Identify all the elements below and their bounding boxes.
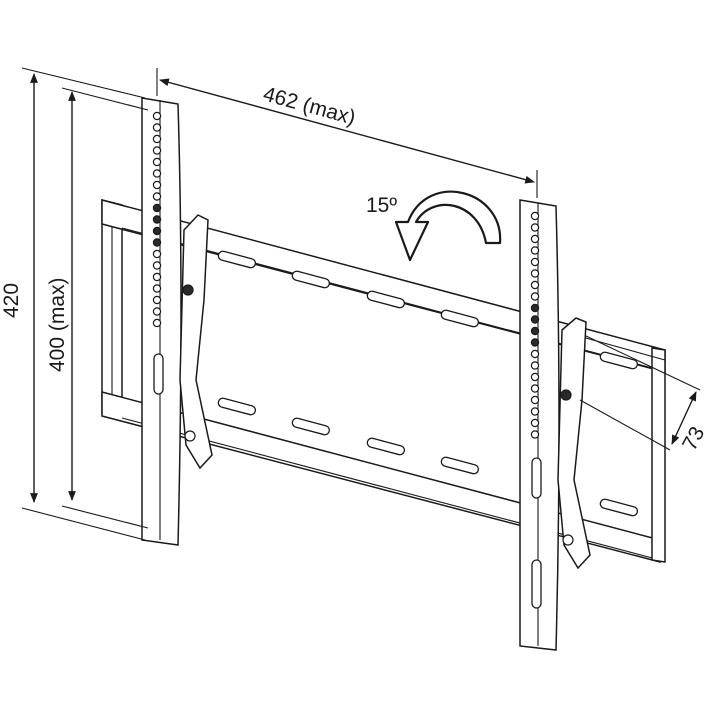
- tilt-angle-label: 15º: [366, 194, 397, 217]
- mounting-hole: [530, 303, 540, 313]
- mounting-hole: [530, 361, 540, 370]
- tilt-indicator: 15º: [366, 190, 502, 262]
- left-tv-arm: [141, 97, 213, 546]
- mounting-hole: [152, 215, 162, 224]
- mounting-hole: [530, 407, 540, 416]
- mounting-hole: [152, 169, 162, 178]
- mounting-hole: [530, 234, 540, 244]
- mounting-hole: [152, 123, 162, 132]
- mounting-hole: [530, 223, 540, 232]
- dimension-vesa-width: 462 (max): [156, 68, 538, 198]
- mounting-hole: [530, 257, 540, 267]
- vesa-height-label: 400 (max): [46, 277, 69, 372]
- mounting-hole: [530, 430, 540, 439]
- mounting-hole: [152, 226, 162, 236]
- mounting-hole: [530, 338, 540, 347]
- mounting-hole: [530, 315, 540, 324]
- right-tv-arm: [519, 199, 591, 651]
- mounting-hole: [530, 269, 540, 278]
- mounting-hole: [152, 284, 162, 293]
- mounting-hole: [530, 395, 540, 405]
- total-height-label: 420: [0, 283, 23, 318]
- mounting-hole: [530, 384, 540, 393]
- mounting-hole: [152, 203, 162, 213]
- mounting-hole: [530, 246, 540, 255]
- mounting-hole: [152, 180, 162, 190]
- mounting-hole: [152, 146, 162, 155]
- rail-slots: [217, 250, 639, 517]
- mounting-hole: [152, 272, 162, 282]
- mounting-hole: [530, 349, 540, 359]
- mounting-hole: [530, 211, 540, 221]
- tilt-arrow-icon: [394, 190, 502, 262]
- mounting-hole: [530, 326, 540, 336]
- mounting-hole: [530, 372, 540, 382]
- mounting-hole: [152, 134, 162, 144]
- mounting-hole: [152, 295, 162, 305]
- dimension-vesa-height: 400 (max): [46, 87, 149, 529]
- mounting-hole: [152, 261, 162, 270]
- mounting-hole: [152, 249, 162, 259]
- mounting-hole: [152, 318, 162, 328]
- mounting-hole: [152, 307, 162, 316]
- mounting-hole: [530, 280, 540, 290]
- depth-label: 73: [678, 423, 709, 454]
- right-arm-holes: [530, 211, 540, 439]
- mounting-hole: [152, 157, 162, 167]
- dimension-total-height: 420: [0, 67, 146, 541]
- mounting-hole: [530, 292, 540, 301]
- mounting-hole: [530, 418, 540, 428]
- mounting-hole: [152, 238, 162, 247]
- mounting-hole: [152, 192, 162, 201]
- vesa-width-label: 462 (max): [261, 83, 358, 130]
- mounting-hole: [152, 111, 162, 121]
